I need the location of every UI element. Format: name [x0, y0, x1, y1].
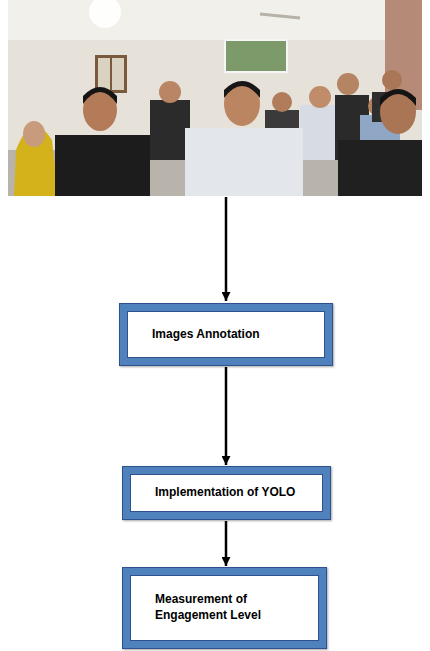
box-panel: Implementation of YOLO [130, 474, 323, 512]
wall-poster [225, 40, 287, 72]
box-label: Implementation of YOLO [155, 485, 312, 501]
window-pane [112, 58, 124, 90]
flow-arrow [225, 367, 228, 465]
wall [8, 0, 422, 196]
window-pane [98, 58, 110, 90]
process-box: Images Annotation [119, 303, 333, 366]
photo-scene [8, 0, 422, 196]
process-box: Measurement of Engagement Level [122, 567, 327, 649]
process-box: Implementation of YOLO [122, 466, 331, 520]
ceiling-light [8, 0, 422, 40]
front-row-students [14, 81, 422, 196]
box-panel: Measurement of Engagement Level [130, 575, 319, 641]
photo-arrow [225, 197, 228, 301]
box-panel: Images Annotation [127, 311, 325, 358]
ceiling-fan [260, 14, 300, 18]
box-label: Images Annotation [152, 327, 314, 343]
flow-arrow [225, 521, 228, 566]
box-label: Measurement of Engagement Level [155, 592, 308, 623]
lamp-glow [89, 0, 121, 28]
